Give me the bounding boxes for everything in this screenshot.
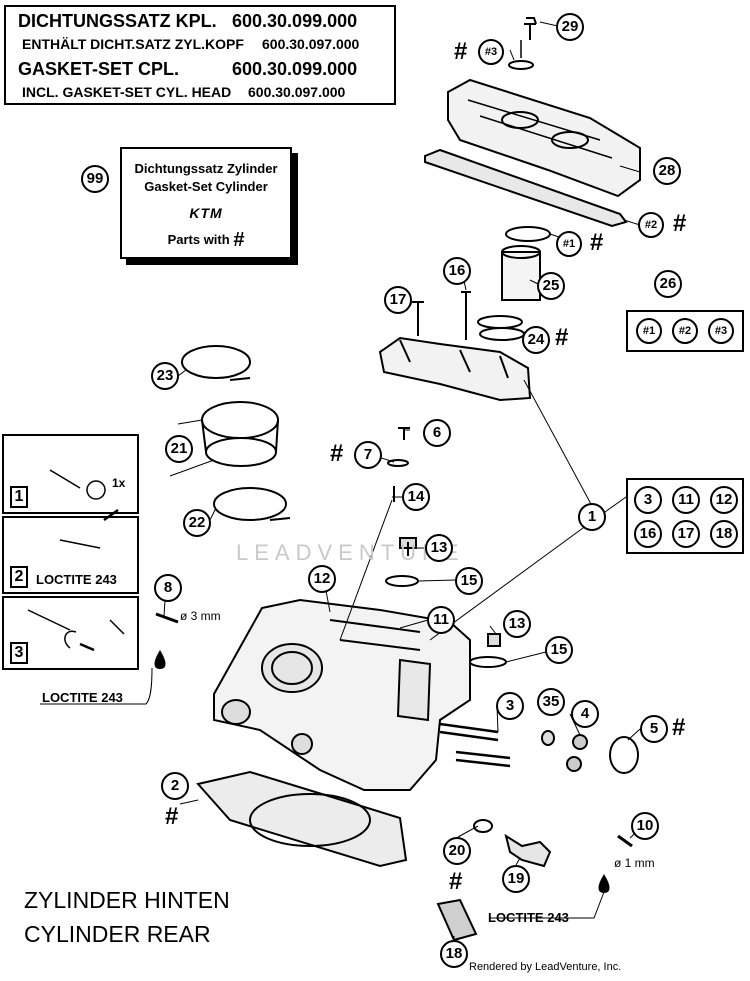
hash-mark: # xyxy=(555,324,569,351)
callout-3[interactable]: 3 xyxy=(496,692,524,720)
group-26-item-3[interactable]: #3 xyxy=(708,318,734,344)
instruction-step-1: 1 1x xyxy=(2,434,139,514)
callout-16[interactable]: 16 xyxy=(443,257,471,285)
hash-mark: # xyxy=(449,868,463,895)
step-3-number: 3 xyxy=(10,642,28,664)
instruction-step-3: 3 xyxy=(2,596,139,670)
callout-20[interactable]: 20 xyxy=(443,837,471,865)
group-1-item-12[interactable]: 12 xyxy=(710,486,738,514)
callout-14[interactable]: 14 xyxy=(402,483,430,511)
callout-99[interactable]: 99 xyxy=(81,165,109,193)
callout-13-right[interactable]: 13 xyxy=(503,610,531,638)
callout-17[interactable]: 17 xyxy=(384,286,412,314)
cover-gasket xyxy=(424,148,628,228)
header-line2-label: ENTHÄLT DICHT.SATZ ZYL.KOPF xyxy=(22,36,244,52)
group-26-box: #1 #2 #3 xyxy=(626,310,744,352)
head-gasket xyxy=(196,770,408,868)
step-2-number: 2 xyxy=(10,566,28,588)
callout-19[interactable]: 19 xyxy=(502,865,530,893)
cylinder-gasket-kit-box: Dichtungssatz Zylinder Gasket-Set Cylind… xyxy=(120,147,292,259)
hash-mark: # xyxy=(590,229,604,256)
callout-21[interactable]: 21 xyxy=(165,435,193,463)
callout-25[interactable]: 25 xyxy=(537,272,565,300)
callout-gasket-3[interactable]: #3 xyxy=(478,39,504,65)
callout-22[interactable]: 22 xyxy=(183,509,211,537)
header-line4-value: 600.30.097.000 xyxy=(248,84,346,100)
watermark-text: LEADVENTURE xyxy=(236,540,465,565)
instruction-step-2: 2 LOCTITE 243 xyxy=(2,516,139,594)
group-1-item-3[interactable]: 3 xyxy=(634,486,662,514)
header-line2-value: 600.30.097.000 xyxy=(262,36,360,52)
group-1-item-18[interactable]: 18 xyxy=(710,520,738,548)
callout-11[interactable]: 11 xyxy=(427,606,455,634)
diameter-3mm-note: ø 3 mm xyxy=(180,609,221,623)
callout-4[interactable]: 4 xyxy=(571,700,599,728)
loctite-note-left: LOCTITE 243 xyxy=(42,690,123,705)
hash-mark: # xyxy=(454,38,468,65)
ktm-logo: KTM xyxy=(189,205,223,221)
header-line1-value: 600.30.099.000 xyxy=(232,11,358,31)
group-1-item-16[interactable]: 16 xyxy=(634,520,662,548)
header-line1-label: DICHTUNGSSATZ KPL. xyxy=(18,11,217,31)
kit-parts-with: Parts with # xyxy=(122,229,290,252)
callout-5[interactable]: 5 xyxy=(640,715,668,743)
callout-24[interactable]: 24 xyxy=(522,326,550,354)
hash-mark: # xyxy=(165,803,179,830)
callout-18[interactable]: 18 xyxy=(440,940,468,968)
step-1-text: 1x xyxy=(112,476,126,490)
group-1-item-11[interactable]: 11 xyxy=(672,486,700,514)
callout-6[interactable]: 6 xyxy=(423,419,451,447)
header-line3-label: GASKET-SET CPL. xyxy=(18,59,180,79)
diagram-title-en: CYLINDER REAR xyxy=(24,921,211,947)
callout-23[interactable]: 23 xyxy=(151,362,179,390)
callout-gasket-2[interactable]: #2 xyxy=(638,212,664,238)
header-line3-value: 600.30.099.000 xyxy=(232,59,358,79)
callout-2[interactable]: 2 xyxy=(161,772,189,800)
step-1-number: 1 xyxy=(10,486,28,508)
group-1-box: 3 11 12 16 17 18 xyxy=(626,478,744,554)
group-26-item-1[interactable]: #1 xyxy=(636,318,662,344)
hash-mark: # xyxy=(672,714,686,741)
callout-26[interactable]: 26 xyxy=(654,270,682,298)
callout-gasket-1[interactable]: #1 xyxy=(556,231,582,257)
callout-1[interactable]: 1 xyxy=(578,503,606,531)
kit-parts-with-text: Parts with xyxy=(167,232,230,247)
header-line4-label: INCL. GASKET-SET CYL. HEAD xyxy=(22,84,232,100)
kit-hash: # xyxy=(233,229,245,251)
callout-15-upper[interactable]: 15 xyxy=(455,567,483,595)
callout-8[interactable]: 8 xyxy=(154,574,182,602)
callout-7[interactable]: 7 xyxy=(354,441,382,469)
callout-35[interactable]: 35 xyxy=(537,688,565,716)
hash-mark: # xyxy=(673,210,687,237)
gasket-set-header-box: DICHTUNGSSATZ KPL. 600.30.099.000 ENTHÄL… xyxy=(4,5,396,105)
camshaft-bridge xyxy=(378,336,532,402)
callout-29[interactable]: 29 xyxy=(556,13,584,41)
hash-mark: # xyxy=(330,440,344,467)
step-2-text: LOCTITE 243 xyxy=(36,572,117,587)
callout-28[interactable]: 28 xyxy=(653,157,681,185)
callout-15-right[interactable]: 15 xyxy=(545,636,573,664)
callout-12[interactable]: 12 xyxy=(308,565,336,593)
diagram-title-de: ZYLINDER HINTEN xyxy=(24,887,230,913)
kit-line1: Dichtungssatz Zylinder xyxy=(134,161,278,176)
group-26-item-2[interactable]: #2 xyxy=(672,318,698,344)
callout-10[interactable]: 10 xyxy=(631,812,659,840)
diameter-1mm-note: ø 1 mm xyxy=(614,856,655,870)
group-1-item-17[interactable]: 17 xyxy=(672,520,700,548)
callout-13-upper[interactable]: 13 xyxy=(425,534,453,562)
loctite-note-right: LOCTITE 243 xyxy=(488,910,569,925)
render-credit: Rendered by LeadVenture, Inc. xyxy=(469,961,622,973)
kit-line2: Gasket-Set Cylinder xyxy=(144,179,268,194)
